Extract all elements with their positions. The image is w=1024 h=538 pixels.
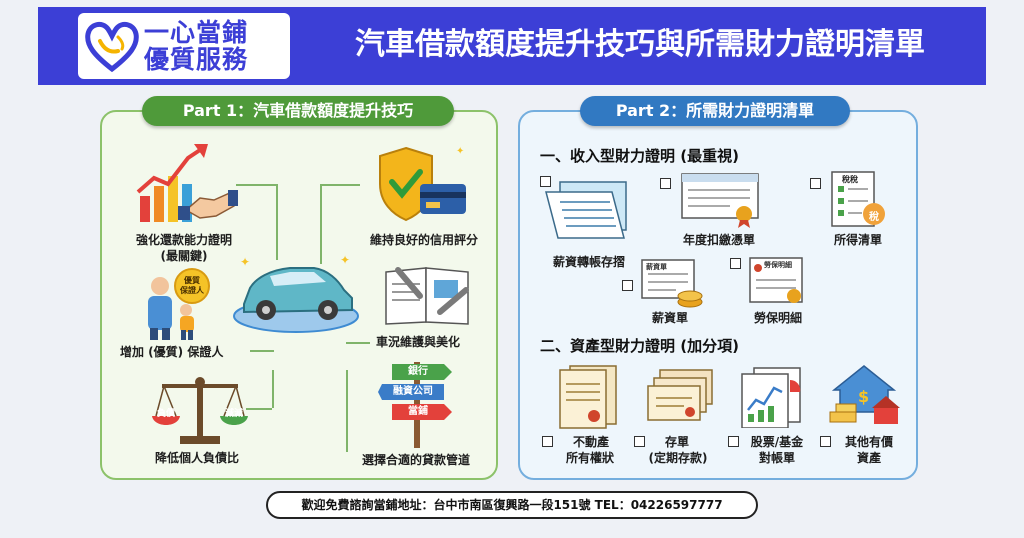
valuable-assets-icon: $	[829, 365, 900, 424]
guarantor-badge: 優質 保證人	[174, 268, 210, 304]
labor-insurance-icon	[749, 257, 803, 303]
svg-text:$: $	[858, 387, 869, 406]
labor-insurance-checkbox[interactable]	[730, 258, 741, 269]
labor-insurance-label: 勞保明細	[753, 311, 802, 325]
income-list-icon	[831, 171, 885, 227]
payslip-label: 薪資單	[651, 311, 688, 325]
car-maintenance-label: 車況維護與美化	[376, 335, 461, 349]
income-doc-tag: 稅稅	[842, 175, 858, 184]
other-assets-checkbox[interactable]	[820, 436, 831, 447]
repay-ability-label: 強化還款能力證明	[135, 233, 232, 247]
labor-tag: 勞保明細	[764, 261, 792, 269]
connector-line	[276, 184, 278, 260]
withholding-certificate-icon	[681, 173, 759, 228]
heart-logo-icon	[85, 21, 139, 73]
other-assets-label: 其他有價	[844, 435, 893, 449]
connector-line	[320, 184, 360, 186]
guarantor-badge-line1: 優質	[184, 276, 200, 285]
deposit-checkbox[interactable]	[634, 436, 645, 447]
deposit-label-2: (定期存款)	[648, 451, 708, 465]
stock-statement-label-2: 對帳單	[758, 451, 795, 465]
other-assets-label-2: 資產	[856, 451, 881, 465]
deposit-label: 存單	[664, 435, 689, 449]
connector-line	[250, 350, 274, 352]
connector-line	[320, 184, 322, 264]
property-deed-label: 不動產	[572, 435, 609, 449]
salary-passbook-checkbox[interactable]	[540, 176, 551, 187]
tax-seal: 稅	[869, 212, 879, 223]
income-list-label: 所得清單	[833, 233, 882, 247]
connector-line	[246, 408, 272, 410]
svg-text:✦: ✦	[340, 253, 350, 267]
credit-shield-icon: ✦	[379, 146, 466, 222]
car-icon: ✦ ✦	[233, 253, 359, 333]
loan-channel-signpost-icon	[378, 362, 452, 448]
salary-passbook-label: 薪資轉帳存摺	[552, 255, 625, 269]
deposit-certificate-icon	[647, 369, 713, 421]
asset-section-title: 二、資產型財力證明 (加分項)	[540, 337, 739, 355]
guarantor-people-icon	[148, 277, 194, 340]
income-section-title: 一、收入型財力證明 (最重視)	[540, 147, 739, 165]
header-banner: 一心當鋪 優質服務 汽車借款額度提升技巧與所需財力證明清單	[38, 7, 986, 85]
brand-line-2: 優質服務	[144, 45, 249, 74]
part1-title: Part 1：汽車借款額度提升技巧	[142, 96, 454, 126]
connector-line	[346, 342, 370, 344]
annual-withholding-label: 年度扣繳憑單	[682, 233, 755, 247]
brand-line-1: 一心當鋪	[144, 18, 249, 47]
property-deed-label-2: 所有權狀	[565, 451, 614, 465]
stock-statement-checkbox[interactable]	[728, 436, 739, 447]
stock-statement-icon	[741, 367, 801, 428]
guarantor-badge-line2: 保證人	[180, 286, 204, 295]
reduce-label-tag: 減減	[224, 409, 243, 419]
passbook-icon	[545, 181, 627, 239]
maintenance-manual-icon	[385, 267, 469, 325]
part2-title: Part 2：所需財力證明清單	[580, 96, 850, 126]
credit-score-label: 維持良好的信用評分	[370, 233, 479, 247]
connector-line	[272, 370, 274, 408]
payslip-tag: 薪資單	[646, 263, 667, 271]
debt-ratio-label: 降低個人負債比	[154, 451, 239, 465]
stock-statement-label: 股票/基金	[750, 435, 804, 449]
property-deed-icon	[559, 365, 617, 429]
brand-text: 一心當鋪 優質服務	[144, 19, 286, 73]
payslip-icon	[641, 259, 703, 308]
income-list-checkbox[interactable]	[810, 178, 821, 189]
annual-withholding-checkbox[interactable]	[660, 178, 671, 189]
loan-channel-label: 選擇合適的貸款管道	[362, 453, 471, 467]
debt-label-tag: 負債	[156, 409, 175, 419]
guarantor-label: 增加 (優質) 保證人	[120, 345, 224, 359]
repay-ability-note: (最關鍵)	[160, 249, 208, 263]
svg-text:✦: ✦	[240, 255, 250, 269]
sign-bank: 銀行	[408, 366, 428, 377]
brand-box: 一心當鋪 優質服務	[78, 13, 290, 79]
payslip-checkbox[interactable]	[622, 280, 633, 291]
svg-text:✦: ✦	[456, 146, 464, 157]
property-deed-checkbox[interactable]	[542, 436, 553, 447]
sign-pawn: 當鋪	[408, 406, 428, 417]
growth-chart-handshake-icon	[136, 144, 238, 222]
sign-finance: 融資公司	[393, 386, 433, 397]
debt-scale-icon	[152, 377, 248, 444]
connector-line	[346, 370, 348, 452]
contact-footer: 歡迎免費諮詢當鋪地址：台中市南區復興路一段151號 TEL：0422659777…	[266, 491, 758, 519]
page-title: 汽車借款額度提升技巧與所需財力證明清單	[355, 27, 925, 62]
connector-line	[236, 184, 276, 186]
